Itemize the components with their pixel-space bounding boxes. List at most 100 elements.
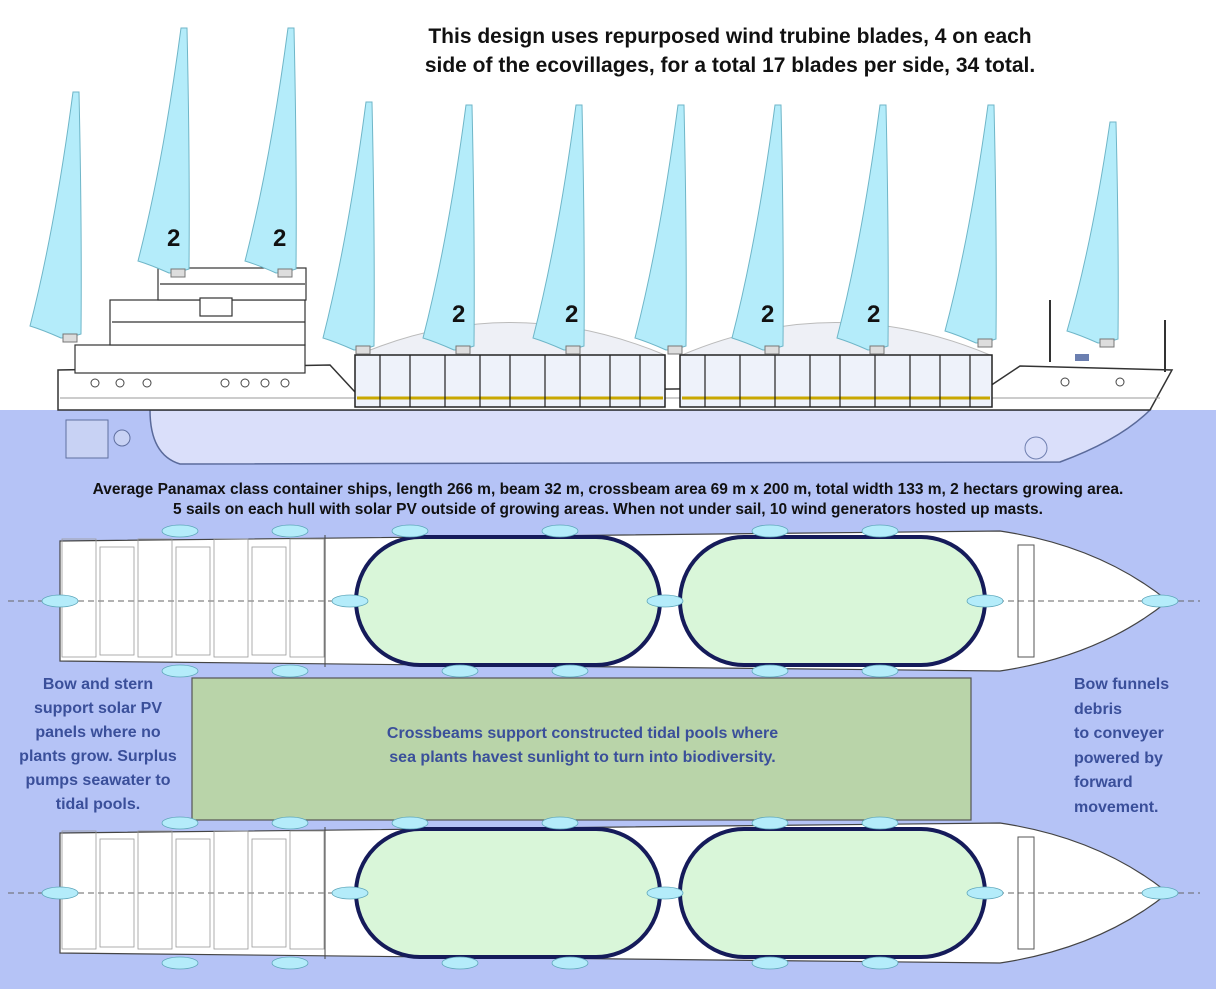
blade-hub <box>869 345 885 355</box>
note-line: pumps seawater to <box>25 772 171 789</box>
side-view-ship <box>57 267 1174 465</box>
blade-label: 2 <box>273 225 286 252</box>
wind-generator-icon <box>331 594 369 608</box>
wind-generator-icon <box>861 664 899 678</box>
wind-turbine-blade-icon <box>137 27 190 274</box>
wind-generator-icon <box>391 524 429 538</box>
blade-label: 2 <box>452 301 465 328</box>
wind-turbine-blade-icon <box>322 101 375 351</box>
wind-generator-icon <box>966 886 1004 900</box>
ecovillage-aft <box>354 322 666 408</box>
wind-turbine-blade-icon <box>731 104 784 351</box>
title-line: side of the ecovillages, for a total 17 … <box>424 54 1036 77</box>
wind-turbine-blade-icon <box>422 104 475 351</box>
tidal-pool-ring <box>354 827 662 959</box>
blade-hub <box>355 345 371 355</box>
wind-generator-icon <box>966 594 1004 608</box>
note-line: tidal pools. <box>55 796 141 813</box>
wind-generator-icon <box>441 956 479 970</box>
wind-generator-icon <box>271 664 309 678</box>
wind-generator-icon <box>751 664 789 678</box>
caption-line: Average Panamax class container ships, l… <box>92 481 1124 498</box>
wind-generator-icon <box>331 886 369 900</box>
wind-generator-icon <box>861 956 899 970</box>
wind-turbine-blade-icon <box>244 27 297 274</box>
blade-hub <box>667 345 683 355</box>
stern-solar-note: Bow and stern support solar PV panels wh… <box>8 673 188 817</box>
tidal-pool-ring <box>354 535 662 667</box>
plan-hull <box>8 524 1200 678</box>
blade-hub <box>455 345 471 355</box>
blade-label: 2 <box>167 225 180 252</box>
wind-generator-icon <box>161 524 199 538</box>
ecovillage-fore <box>679 322 993 408</box>
wind-generator-icon <box>541 816 579 830</box>
note-line: forward <box>1074 774 1133 791</box>
crossbeam-note: Crossbeams support constructed tidal poo… <box>195 722 970 770</box>
blade-hub <box>62 333 78 343</box>
blade-label: 2 <box>761 301 774 328</box>
blade-label: 2 <box>867 301 880 328</box>
wind-generator-icon <box>41 886 79 900</box>
wind-generator-icon <box>161 816 199 830</box>
wind-generator-icon <box>551 956 589 970</box>
wind-generator-icon <box>161 956 199 970</box>
plan-hull <box>8 816 1200 970</box>
wind-blades <box>29 27 1119 355</box>
wind-generator-icon <box>751 956 789 970</box>
note-line: sea plants havest sunlight to turn into … <box>389 749 776 766</box>
bow-funnel-note: Bow funnels debris to conveyer powered b… <box>1074 673 1214 820</box>
wind-generator-icon <box>1141 886 1179 900</box>
caption-line: 5 sails on each hull with solar PV outsi… <box>173 501 1043 518</box>
wind-generator-icon <box>271 524 309 538</box>
wind-generator-icon <box>646 886 684 900</box>
blade-hub <box>277 268 293 278</box>
tidal-pool-ring <box>678 535 987 667</box>
hull-underwater <box>149 409 1152 465</box>
blade-labels: 2 2 2 2 2 2 <box>167 225 880 328</box>
wind-turbine-blade-icon <box>532 104 585 351</box>
caption: Average Panamax class container ships, l… <box>0 480 1216 520</box>
stern-rudder <box>65 419 109 459</box>
wind-turbine-blade-icon <box>634 104 687 351</box>
wind-generator-icon <box>41 594 79 608</box>
title: This design uses repurposed wind trubine… <box>330 22 1130 80</box>
title-line: This design uses repurposed wind trubine… <box>428 25 1032 48</box>
wind-generator-icon <box>271 956 309 970</box>
wind-generator-icon <box>1141 594 1179 608</box>
note-line: Crossbeams support constructed tidal poo… <box>386 725 779 742</box>
crossbeam-platform <box>191 677 972 821</box>
wind-generator-icon <box>646 594 684 608</box>
wind-generator-icon <box>541 524 579 538</box>
note-line: support solar PV <box>33 700 163 717</box>
wind-generator-icon <box>161 664 199 678</box>
wind-turbine-blade-icon <box>29 91 82 339</box>
wind-turbine-blade-icon <box>944 104 997 344</box>
tidal-pool-ring <box>678 827 987 959</box>
note-line: debris <box>1074 700 1123 718</box>
note-line: plants grow. Surplus <box>19 748 177 765</box>
note-line: panels where no <box>35 724 161 741</box>
wind-turbine-blade-icon <box>1066 121 1119 344</box>
wind-generator-icon <box>441 664 479 678</box>
blade-hub <box>170 268 186 278</box>
note-line: Bow and stern <box>42 676 154 693</box>
note-line: Bow funnels <box>1074 676 1170 693</box>
wind-generator-icon <box>391 816 429 830</box>
note-line: movement. <box>1074 798 1159 816</box>
wind-generator-icon <box>751 816 789 830</box>
blade-hub <box>977 338 993 348</box>
blade-hub <box>764 345 780 355</box>
note-line: to conveyer <box>1074 725 1164 742</box>
wind-generator-icon <box>861 816 899 830</box>
wind-generator-icon <box>271 816 309 830</box>
blade-hub <box>1099 338 1115 348</box>
wind-generator-icon <box>861 524 899 538</box>
wind-turbine-blade-icon <box>836 104 889 351</box>
crossbeam-area <box>191 677 972 821</box>
plan-view-hulls <box>8 524 1200 970</box>
wind-generator-icon <box>751 524 789 538</box>
wind-generator-icon <box>551 664 589 678</box>
aft-superstructure <box>74 267 307 374</box>
